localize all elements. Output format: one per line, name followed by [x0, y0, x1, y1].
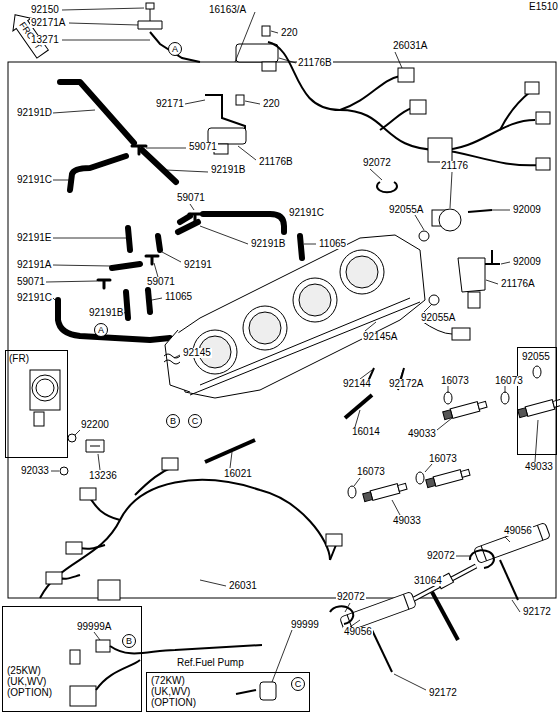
- option-box: (25KW) (UK,WV) (OPTION) B: [2, 606, 142, 712]
- callout-number: 92200: [80, 420, 110, 430]
- small-parts: [30, 370, 372, 475]
- callout-number: 49033: [392, 516, 422, 526]
- clamp-parts: [138, 3, 200, 62]
- box-text: 92055: [522, 351, 550, 362]
- callout-number: 92072: [426, 551, 456, 561]
- callout-number: 16163/A: [208, 5, 247, 15]
- callout-number: 99999A: [76, 622, 112, 632]
- box-text: (FR): [9, 353, 29, 364]
- reference-letter: A: [172, 45, 178, 54]
- callout-number: 49033: [407, 429, 437, 439]
- callout-number: 92191A: [16, 260, 52, 270]
- callout-number: 13271: [30, 35, 60, 45]
- callout-number: 16073: [440, 376, 470, 386]
- option-box: (FR): [5, 350, 68, 458]
- reference-letter: B: [170, 417, 176, 426]
- box-text: (72KW) (UK,WV) (OPTION): [151, 675, 201, 708]
- reference-circle: C: [188, 414, 202, 428]
- callout-number: 92072: [336, 592, 366, 602]
- callout-number: 92055A: [420, 313, 456, 323]
- callout-number: E1510: [528, 2, 559, 12]
- callout-number: 13236: [88, 471, 118, 481]
- throttle-sensors: [377, 182, 500, 308]
- callout-number: Ref.Fuel Pump: [176, 658, 245, 668]
- callout-number: 21176: [440, 161, 469, 171]
- callout-number: 31064: [413, 576, 443, 586]
- callout-number: 21176B: [297, 58, 333, 68]
- callout-number: 92191B: [210, 165, 246, 175]
- callout-number: 92191C: [288, 208, 325, 218]
- callout-number: 16073: [494, 376, 524, 386]
- reference-letter: C: [192, 417, 199, 426]
- callout-number: 59071: [176, 193, 206, 203]
- callout-number: 92145A: [362, 332, 398, 342]
- reference-circle: B: [166, 414, 180, 428]
- callout-number: 59071: [16, 277, 46, 287]
- reference-letter: B: [126, 637, 132, 646]
- callout-number: 21176A: [500, 279, 536, 289]
- callout-number: 16073: [428, 454, 458, 464]
- callout-number: 92033: [20, 466, 50, 476]
- callout-number: 92191C: [16, 293, 53, 303]
- fuel-rails: [330, 522, 550, 672]
- callout-number: 92145: [182, 348, 212, 358]
- reference-letter: A: [98, 326, 104, 335]
- option-box: (72KW) (UK,WV) (OPTION) C: [146, 672, 310, 712]
- callout-number: 16073: [356, 467, 386, 477]
- throttle-body: [164, 235, 470, 398]
- callout-number: 21176B: [258, 157, 294, 167]
- callout-number: 92191: [183, 260, 213, 270]
- reference-circle: A: [94, 323, 108, 337]
- reference-circle: A: [168, 42, 182, 56]
- callout-number: 26031A: [392, 41, 428, 51]
- harness-lower: [40, 458, 342, 600]
- injectors: [348, 366, 560, 503]
- callout-number: 16014: [351, 427, 381, 437]
- callout-number: 92172: [522, 607, 552, 617]
- callout-number: 92009: [512, 205, 542, 215]
- callout-number: 49056: [503, 526, 533, 536]
- reference-letter: C: [295, 680, 302, 689]
- callout-number: 92191D: [16, 108, 53, 118]
- callout-number: 92172: [428, 688, 458, 698]
- callout-number: 92191C: [16, 175, 53, 185]
- reference-circle: C: [291, 677, 305, 691]
- callout-number: 92009: [512, 257, 542, 267]
- leader-lines: [46, 8, 538, 690]
- option-box: 92055: [517, 347, 557, 455]
- callout-number: 26031: [228, 581, 258, 591]
- callout-number: 11065: [318, 239, 347, 249]
- callout-number: 92150: [30, 5, 60, 15]
- callout-number: 49033: [524, 462, 554, 472]
- harness-upper: [268, 42, 550, 170]
- callout-number: 11065: [164, 292, 193, 302]
- callout-number: 92144: [342, 379, 372, 389]
- callout-number: 92172A: [388, 379, 424, 389]
- reference-circle: B: [122, 634, 136, 648]
- callout-number: 49056: [343, 627, 373, 637]
- callout-number: 92055A: [388, 205, 424, 215]
- callout-number: 92171A: [30, 18, 66, 28]
- callout-number: 220: [280, 28, 299, 38]
- callout-number: 92072: [362, 158, 392, 168]
- box-text: (25KW) (UK,WV) (OPTION): [7, 665, 57, 698]
- callout-number: 92191B: [250, 239, 286, 249]
- callout-number: 220: [262, 99, 281, 109]
- callout-number: 92191B: [88, 308, 124, 318]
- callout-number: 59071: [188, 142, 218, 152]
- callout-number: 59071: [146, 277, 176, 287]
- callout-number: 99999: [290, 620, 320, 630]
- callout-number: 92191E: [16, 233, 52, 243]
- callout-number: 92171: [155, 99, 185, 109]
- callout-number: 16021: [223, 469, 253, 479]
